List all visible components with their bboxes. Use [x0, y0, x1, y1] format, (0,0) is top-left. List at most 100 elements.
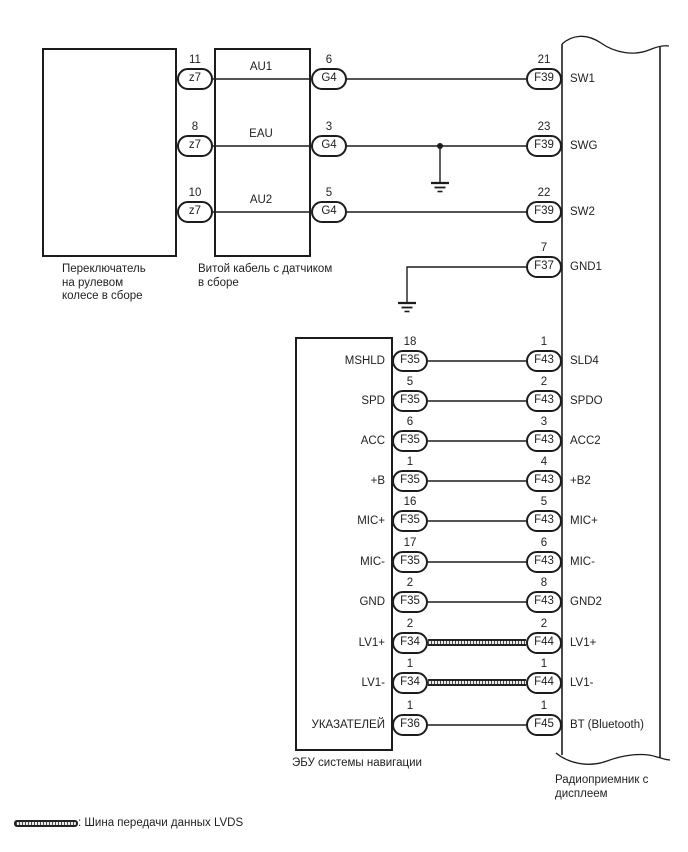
ground-symbol-gnd1 — [398, 301, 416, 313]
caption-spiral-cable: Витой кабель с датчиком в сборе — [198, 263, 333, 289]
radio-receiver-outline — [555, 35, 671, 765]
pin-number: 2 — [540, 376, 548, 388]
pin-number: 8 — [191, 121, 199, 133]
signal-label-sw2: SW2 — [570, 206, 595, 218]
lvds-bus-lv1plus — [428, 639, 526, 646]
pin-number: 1 — [540, 658, 548, 670]
connector-pin-g4: G4 — [311, 201, 347, 223]
wires-steering-section — [213, 78, 526, 303]
signal-label-micminus: MIC- — [570, 556, 595, 568]
ecu-label-micminus: MIC- — [360, 556, 385, 568]
signal-label-swg: SWG — [570, 140, 598, 152]
ecu-label-lv1minus: LV1- — [361, 677, 385, 689]
connector-pin-f35: F35 — [392, 430, 428, 452]
signal-label-sld4: SLD4 — [570, 355, 599, 367]
connector-pin-f45: F45 — [526, 714, 562, 736]
pin-number: 6 — [325, 54, 333, 66]
signal-label-lv1plus: LV1+ — [570, 637, 597, 649]
pin-number: 5 — [325, 187, 333, 199]
lvds-legend-label: : Шина передачи данных LVDS — [78, 817, 244, 829]
signal-label-gnd1: GND1 — [570, 261, 602, 273]
pin-number: 1 — [406, 700, 414, 712]
connector-pin-f43: F43 — [526, 551, 562, 573]
pin-number: 2 — [406, 577, 414, 589]
wire-label-au2: AU2 — [249, 194, 273, 206]
connector-pin-f43: F43 — [526, 390, 562, 412]
spiral-cable-box — [214, 48, 311, 257]
wire-gnd1 — [406, 266, 526, 303]
signal-label-lv1minus: LV1- — [570, 677, 594, 689]
pin-number: 1 — [406, 456, 414, 468]
caption-radio-receiver: Радиоприемник с дисплеем — [555, 774, 649, 800]
connector-pin-f35: F35 — [392, 390, 428, 412]
pin-number: 3 — [325, 121, 333, 133]
pin-number: 18 — [403, 336, 417, 348]
pin-number: 1 — [406, 658, 414, 670]
connector-pin-f43: F43 — [526, 591, 562, 613]
signal-label-gnd2: GND2 — [570, 596, 602, 608]
ecu-label-gnd: GND — [359, 596, 385, 608]
connector-pin-f39: F39 — [526, 68, 562, 90]
connector-pin-f44: F44 — [526, 672, 562, 694]
connector-pin-f39: F39 — [526, 201, 562, 223]
pin-number: 5 — [406, 376, 414, 388]
signal-label-acc2: ACC2 — [570, 435, 601, 447]
connector-pin-f34: F34 — [392, 632, 428, 654]
connector-pin-f35: F35 — [392, 350, 428, 372]
lvds-bus-lv1minus — [428, 679, 526, 686]
connector-pin-z7: z7 — [177, 135, 213, 157]
connector-pin-f39: F39 — [526, 135, 562, 157]
pin-number: 7 — [540, 242, 548, 254]
ecu-label-ukazateley: УКАЗАТЕЛЕЙ — [311, 719, 385, 731]
connector-pin-f44: F44 — [526, 632, 562, 654]
pin-number: 2 — [406, 618, 414, 630]
connector-pin-f43: F43 — [526, 350, 562, 372]
signal-label-spdo: SPDO — [570, 395, 603, 407]
wire-junction-dot — [437, 143, 443, 149]
connector-pin-f35: F35 — [392, 510, 428, 532]
lvds-legend-sample — [14, 820, 78, 827]
signal-label-micplus: MIC+ — [570, 515, 598, 527]
signal-label-plusb2: +B2 — [570, 475, 591, 487]
ecu-label-mshld: MSHLD — [344, 355, 385, 367]
connector-pin-f35: F35 — [392, 470, 428, 492]
navigation-ecu-box — [295, 337, 393, 751]
pin-number: 1 — [540, 336, 548, 348]
connector-pin-f35: F35 — [392, 551, 428, 573]
pin-number: 21 — [537, 54, 551, 66]
pin-number: 23 — [537, 121, 551, 133]
connector-pin-z7: z7 — [177, 201, 213, 223]
radio-top-torn-edge — [561, 35, 670, 54]
radio-bottom-torn-edge — [555, 752, 671, 765]
connector-pin-f43: F43 — [526, 470, 562, 492]
connector-pin-z7: z7 — [177, 68, 213, 90]
ecu-label-plusb: +B — [370, 475, 385, 487]
pin-number: 10 — [188, 187, 202, 199]
pin-number: 3 — [540, 416, 548, 428]
connector-pin-f35: F35 — [392, 591, 428, 613]
signal-label-sw1: SW1 — [570, 73, 595, 85]
pin-number: 6 — [540, 537, 548, 549]
ecu-label-spd: SPD — [361, 395, 385, 407]
steering-switch-box — [42, 48, 177, 257]
connector-pin-g4: G4 — [311, 135, 347, 157]
ecu-label-acc: ACC — [360, 435, 385, 447]
pin-number: 11 — [189, 54, 201, 66]
connector-pin-g4: G4 — [311, 68, 347, 90]
signal-label-bt-bluetooth: BT (Bluetooth) — [570, 719, 644, 731]
pin-number: 17 — [403, 537, 417, 549]
pin-number: 4 — [540, 456, 548, 468]
pin-number: 2 — [540, 618, 548, 630]
ecu-label-lv1plus: LV1+ — [358, 637, 385, 649]
pin-number: 8 — [540, 577, 548, 589]
ground-symbol-swg — [431, 143, 449, 193]
pin-number: 22 — [537, 187, 551, 199]
ecu-label-micplus: MIC+ — [357, 515, 385, 527]
wire-label-au1: AU1 — [249, 61, 273, 73]
caption-steering-switch: Переключатель на рулевом колесе в сборе — [62, 263, 146, 302]
connector-pin-f34: F34 — [392, 672, 428, 694]
connector-pin-f43: F43 — [526, 430, 562, 452]
connector-pin-f36: F36 — [392, 714, 428, 736]
